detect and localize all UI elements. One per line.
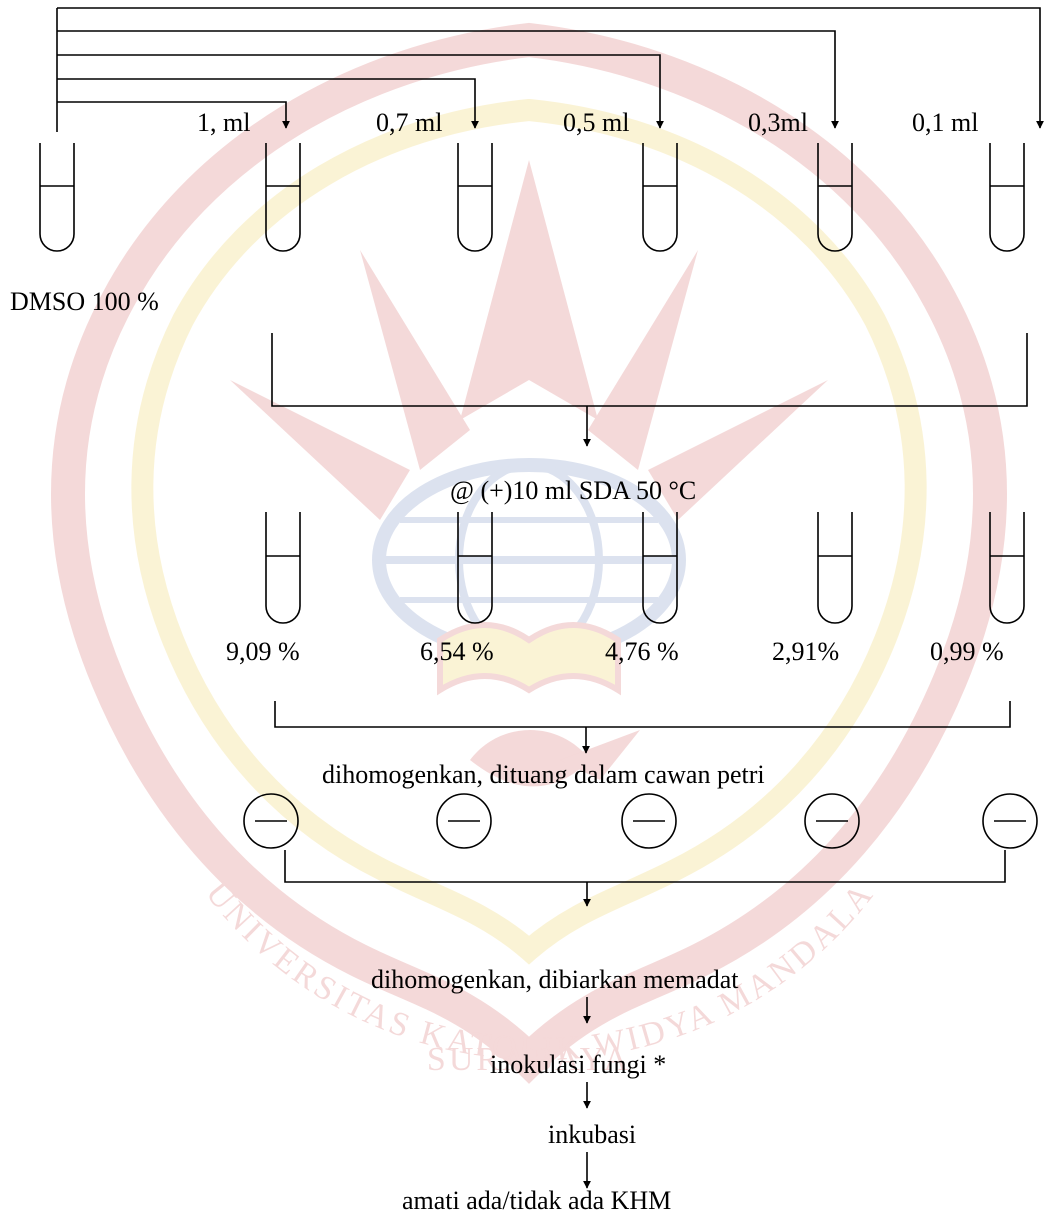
petri-dishes (243, 793, 1038, 849)
volume-label-4: 0,3ml (748, 108, 808, 137)
test-tube-mid-5 (989, 512, 1025, 624)
inoculate-step-label: inokulasi fungi * (490, 1050, 667, 1079)
test-tube-5 (989, 143, 1025, 252)
test-tube-dmso (39, 143, 75, 252)
middle-test-tubes (265, 512, 1025, 624)
sda-step-label: @ (+)10 ml SDA 50 °C (450, 476, 697, 505)
test-tube-3 (642, 143, 678, 252)
test-tube-mid-1 (265, 512, 301, 624)
distribution-lines (56, 7, 1044, 132)
observe-step-label: amati ada/tidak ada KHM (402, 1186, 672, 1215)
concentration-label-2: 6,54 % (420, 637, 494, 666)
petri-dish-5 (982, 793, 1038, 849)
concentration-label-4: 2,91% (772, 637, 840, 666)
test-tube-mid-2 (457, 512, 493, 624)
concentration-label-5: 0,99 % (930, 637, 1004, 666)
volume-label-1: 1, ml (197, 108, 251, 137)
volume-label-3: 0,5 ml (563, 108, 630, 137)
volume-label-2: 0,7 ml (376, 108, 443, 137)
collect-bracket-1 (271, 333, 1028, 447)
test-tube-mid-4 (817, 512, 853, 624)
concentration-label-3: 4,76 % (605, 637, 679, 666)
solvent-label: DMSO 100 % (10, 287, 159, 316)
pour-step-label: dihomogenkan, dituang dalam cawan petri (322, 760, 765, 789)
volume-label-5: 0,1 ml (912, 108, 979, 137)
test-tube-mid-3 (642, 512, 678, 624)
collect-bracket-2 (274, 701, 1011, 754)
concentration-label-1: 9,09 % (226, 637, 300, 666)
top-test-tubes (39, 143, 1025, 252)
petri-dish-1 (243, 793, 299, 849)
test-tube-2 (457, 143, 493, 252)
collect-bracket-3 (284, 850, 1006, 907)
incubate-step-label: inkubasi (548, 1120, 637, 1149)
petri-dish-2 (436, 793, 492, 849)
petri-dish-3 (621, 793, 677, 849)
petri-dish-4 (804, 793, 860, 849)
watermark-text-bottom: SURABAYA (427, 1041, 631, 1078)
test-tube-1 (265, 143, 301, 252)
test-tube-4 (817, 143, 853, 252)
solidify-step-label: dihomogenkan, dibiarkan memadat (371, 965, 739, 994)
